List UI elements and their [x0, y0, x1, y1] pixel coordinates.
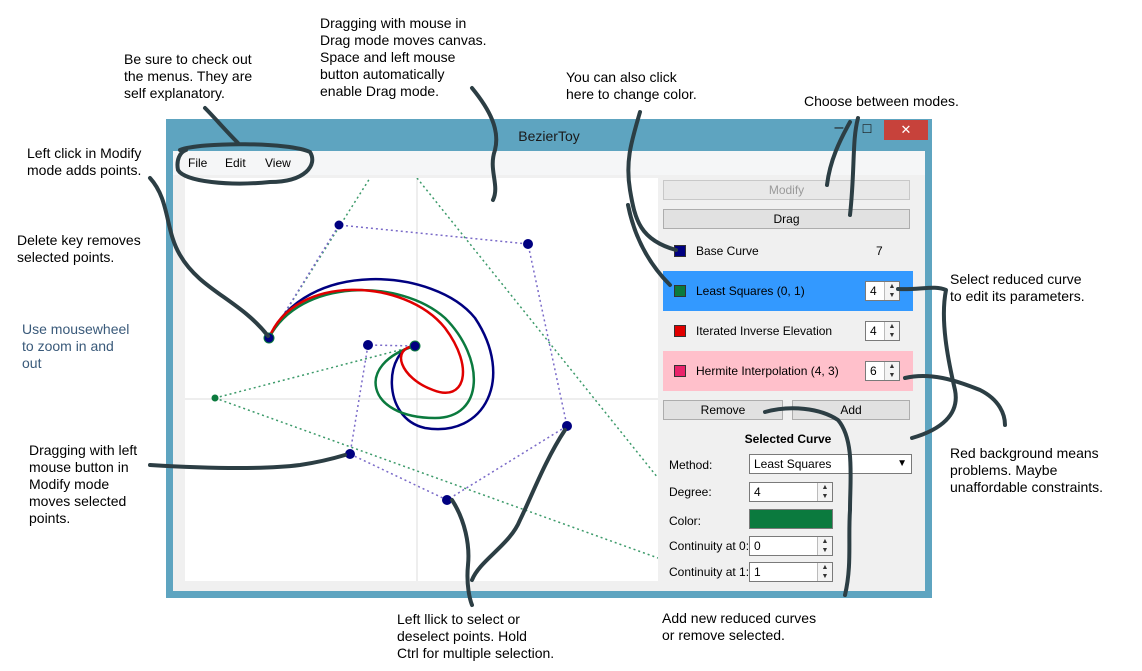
- continuity-0-value: 0: [754, 539, 761, 553]
- control-point[interactable]: [363, 340, 373, 350]
- iterated-inverse-degree-value: 4: [870, 324, 877, 338]
- method-select[interactable]: Least Squares ▼: [749, 454, 912, 474]
- iterated-inverse-curve: [267, 288, 465, 394]
- menu-file[interactable]: File: [188, 156, 208, 170]
- maximize-button[interactable]: ☐: [861, 122, 873, 136]
- method-select-value: Least Squares: [754, 457, 832, 471]
- annotation-menus: Be sure to check out the menus. They are…: [124, 51, 253, 101]
- control-point[interactable]: [263, 332, 275, 344]
- hermite-label: Hermite Interpolation (4, 3): [696, 364, 839, 378]
- least-squares-label: Least Squares (0, 1): [696, 284, 805, 298]
- annotation-left-select: Left llick to select or deselect points.…: [397, 611, 555, 661]
- control-point-green[interactable]: [211, 394, 219, 402]
- iterated-inverse-degree-stepper[interactable]: 4 ▲▼: [865, 321, 900, 341]
- drawing-canvas[interactable]: [185, 178, 658, 581]
- annotation-click-color: You can also click here to change color.: [566, 69, 697, 102]
- annotation-choose-modes: Choose between modes.: [804, 93, 959, 109]
- annotation-mousewheel: Use mousewheel to zoom in and out: [22, 321, 130, 371]
- base-curve-degree: 7: [876, 244, 883, 258]
- menu-bar: File Edit View: [173, 151, 925, 175]
- modify-button[interactable]: Modify: [663, 180, 910, 200]
- color-label: Color:: [669, 514, 702, 528]
- curve-row-iterated-inverse[interactable]: Iterated Inverse Elevation 4 ▲▼: [663, 311, 913, 351]
- hermite-swatch[interactable]: [674, 365, 686, 377]
- menu-edit[interactable]: Edit: [225, 156, 246, 170]
- continuity-0-label: Continuity at 0:: [669, 539, 750, 553]
- close-button[interactable]: ✕: [884, 120, 928, 140]
- minimize-button[interactable]: –: [834, 119, 844, 136]
- least-squares-control-polygon-4: [416, 178, 658, 479]
- control-point[interactable]: [442, 495, 452, 505]
- stepper-arrows-icon[interactable]: ▲▼: [884, 322, 899, 340]
- iterated-inverse-swatch[interactable]: [674, 325, 686, 337]
- menu-view[interactable]: View: [265, 156, 291, 170]
- base-curve: [267, 277, 495, 431]
- remove-button[interactable]: Remove: [663, 400, 783, 420]
- annotation-add-remove: Add new reduced curves or remove selecte…: [662, 610, 817, 643]
- curve-row-least-squares[interactable]: Least Squares (0, 1) 4 ▲▼: [663, 271, 913, 311]
- control-point[interactable]: [333, 219, 345, 231]
- stepper-arrows-icon[interactable]: ▲▼: [817, 483, 832, 501]
- iterated-inverse-label: Iterated Inverse Elevation: [696, 324, 833, 338]
- continuity-1-value: 1: [754, 565, 761, 579]
- continuity-1-label: Continuity at 1:: [669, 565, 750, 579]
- client-area: File Edit View: [173, 151, 925, 591]
- annotation-drag-mode: Dragging with mouse in Drag mode moves c…: [320, 15, 487, 99]
- degree-value: 4: [754, 485, 761, 499]
- continuity-0-stepper[interactable]: 0 ▲▼: [749, 536, 833, 556]
- base-control-polygon: [268, 224, 568, 501]
- continuity-1-stepper[interactable]: 1 ▲▼: [749, 562, 833, 582]
- degree-label: Degree:: [669, 485, 712, 499]
- app-window: BezierToy – ☐ ✕ File Edit View: [166, 119, 932, 598]
- base-curve-row[interactable]: Base Curve 7: [663, 231, 913, 271]
- least-squares-degree-stepper[interactable]: 4 ▲▼: [865, 281, 900, 301]
- stepper-arrows-icon[interactable]: ▲▼: [817, 537, 832, 555]
- least-squares-control-polygon-2: [214, 345, 416, 399]
- base-curve-swatch[interactable]: [674, 245, 686, 257]
- control-point[interactable]: [562, 421, 572, 431]
- control-point[interactable]: [345, 449, 355, 459]
- base-curve-label: Base Curve: [696, 244, 759, 258]
- drag-button[interactable]: Drag: [663, 209, 910, 229]
- add-button[interactable]: Add: [792, 400, 910, 420]
- least-squares-swatch[interactable]: [674, 285, 686, 297]
- annotation-select-reduced: Select reduced curve to edit its paramet…: [950, 271, 1085, 304]
- least-squares-curve: [267, 288, 476, 420]
- least-squares-control-polygon-3: [214, 397, 658, 559]
- annotation-red-background: Red background means problems. Maybe una…: [950, 445, 1104, 495]
- least-squares-degree-value: 4: [870, 284, 877, 298]
- stepper-arrows-icon[interactable]: ▲▼: [884, 362, 899, 380]
- title-bar[interactable]: BezierToy – ☐ ✕: [166, 119, 932, 151]
- color-picker[interactable]: [749, 509, 833, 529]
- selected-curve-title: Selected Curve: [744, 432, 832, 446]
- hermite-degree-value: 6: [870, 364, 877, 378]
- control-point[interactable]: [409, 340, 421, 352]
- method-label: Method:: [669, 458, 713, 472]
- hermite-degree-stepper[interactable]: 6 ▲▼: [865, 361, 900, 381]
- annotation-left-click: Left click in Modify mode adds points.: [27, 145, 142, 178]
- stepper-arrows-icon[interactable]: ▲▼: [817, 563, 832, 581]
- degree-stepper[interactable]: 4 ▲▼: [749, 482, 833, 502]
- chevron-down-icon[interactable]: ▼: [897, 458, 907, 469]
- annotation-delete-key: Delete key removes selected points.: [17, 232, 141, 265]
- window-title: BezierToy: [518, 128, 580, 144]
- control-point[interactable]: [523, 239, 533, 249]
- side-panel: Modify Drag Base Curve 7 Least Squares (…: [663, 178, 923, 588]
- curve-row-hermite[interactable]: Hermite Interpolation (4, 3) 6 ▲▼: [663, 351, 913, 391]
- annotation-drag-left: Dragging with left mouse button in Modif…: [29, 442, 138, 526]
- stepper-arrows-icon[interactable]: ▲▼: [884, 282, 899, 300]
